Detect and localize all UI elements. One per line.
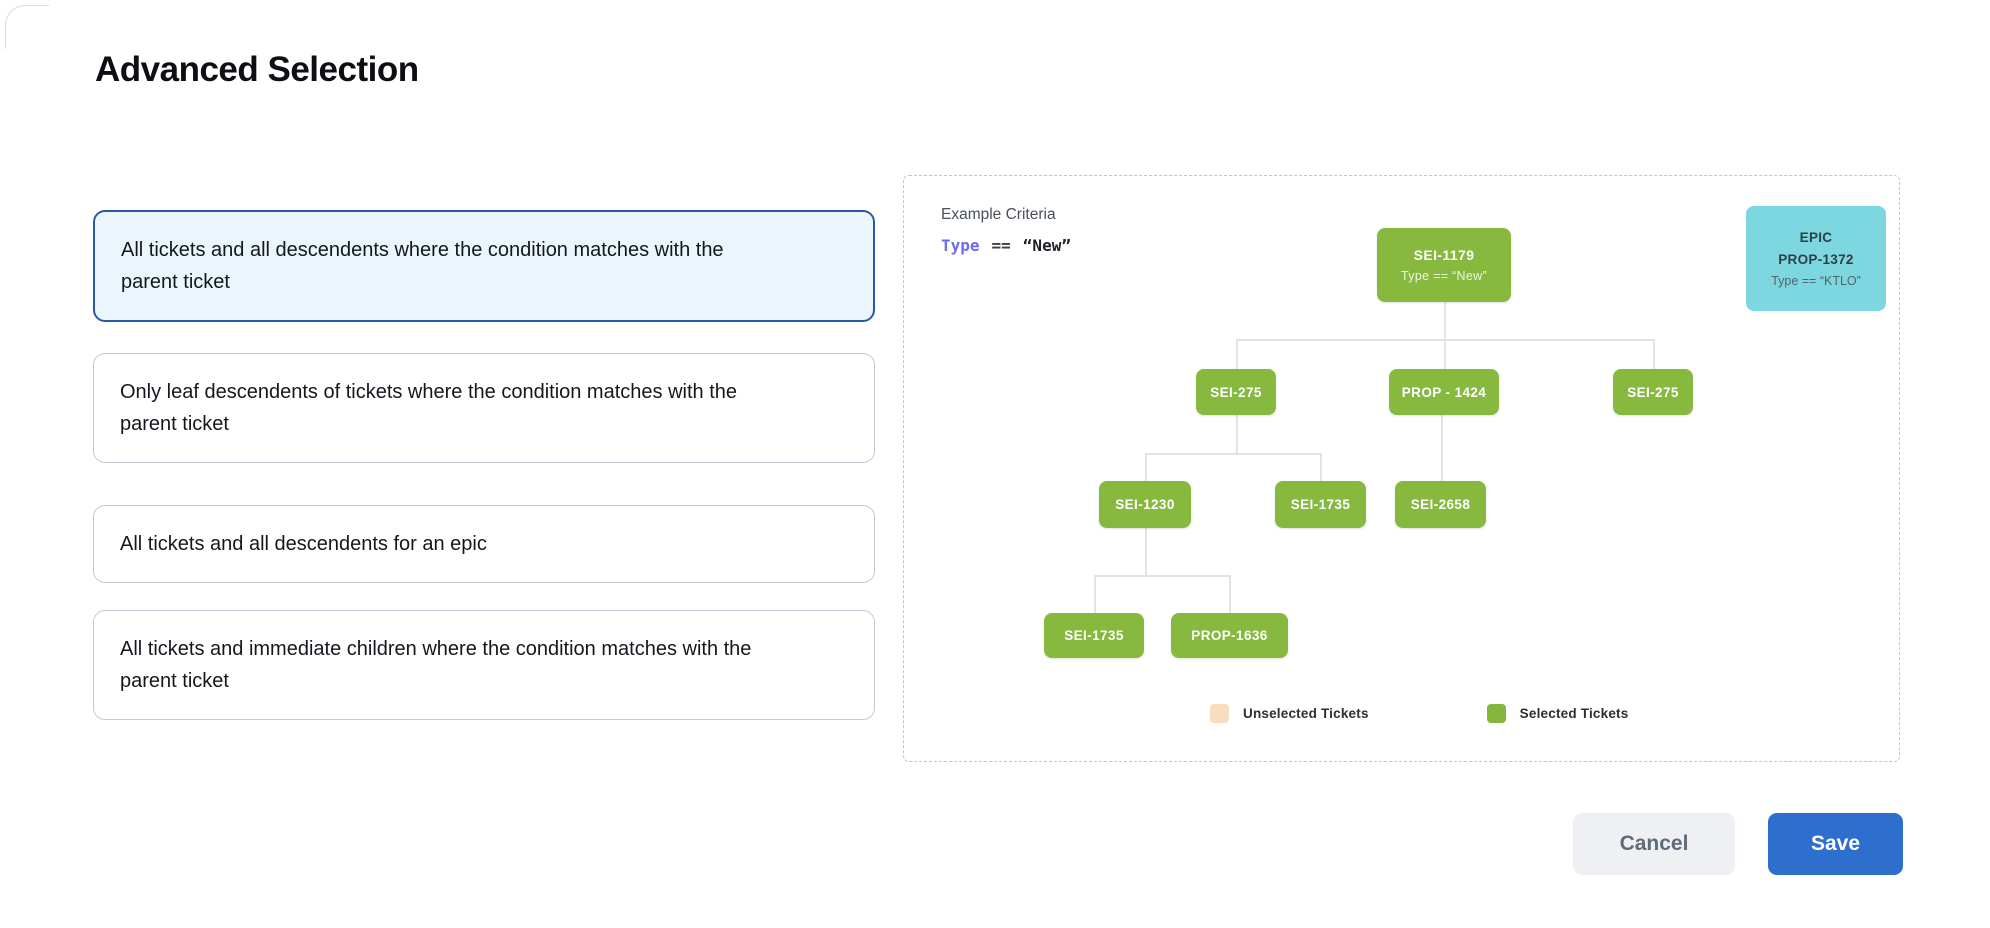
tree-node-label: SEI-275 <box>1210 384 1262 400</box>
tree-node-sei-1230: SEI-1230 <box>1099 481 1191 528</box>
tree-connector <box>1320 453 1322 481</box>
option-card-all-descendents-condition[interactable]: All tickets and all descendents where th… <box>93 210 875 322</box>
tree-connector <box>1094 575 1229 577</box>
option-card-label: All tickets and immediate children where… <box>120 638 752 692</box>
tree-connector <box>1094 575 1096 613</box>
option-card-label: Only leaf descendents of tickets where t… <box>120 381 738 435</box>
tree-node-label: SEI-1735 <box>1064 628 1124 643</box>
legend-swatch-unselected <box>1210 704 1229 723</box>
tree-connector <box>1444 339 1446 369</box>
legend-label-selected: Selected Tickets <box>1519 706 1629 721</box>
tree-node-prop-1636: PROP-1636 <box>1171 613 1288 658</box>
tree-node-sei-1735-mid: SEI-1735 <box>1275 481 1366 528</box>
epic-card-id: PROP-1372 <box>1778 251 1854 267</box>
legend-item-unselected: Unselected Tickets <box>1210 704 1369 723</box>
tree-connector <box>1236 415 1238 453</box>
tree-connector <box>1441 415 1443 481</box>
page-title: Advanced Selection <box>95 50 419 89</box>
example-criteria-heading: Example Criteria <box>941 206 1056 223</box>
tree-node-sei-275-left: SEI-275 <box>1196 369 1276 415</box>
legend-label-unselected: Unselected Tickets <box>1243 706 1369 721</box>
example-criteria-expression: Type == “New” <box>941 236 1071 255</box>
legend-swatch-selected <box>1486 704 1506 723</box>
tree-node-prop-1424: PROP - 1424 <box>1389 369 1499 415</box>
option-card-leaf-descendents-condition[interactable]: Only leaf descendents of tickets where t… <box>93 353 875 463</box>
epic-card-type: EPIC <box>1799 229 1833 245</box>
tree-node-sublabel: Type == “New” <box>1401 269 1487 283</box>
tree-node-label: SEI-1179 <box>1413 247 1475 263</box>
legend: Unselected Tickets Selected Tickets <box>1210 704 1628 723</box>
tree-node-label: SEI-1230 <box>1115 497 1175 512</box>
tree-node-sei-275-right: SEI-275 <box>1613 369 1693 415</box>
criteria-field: Type <box>941 236 980 255</box>
tree-connector <box>1145 528 1147 575</box>
tree-connector <box>1145 453 1147 481</box>
cancel-button[interactable]: Cancel <box>1573 813 1735 875</box>
tree-node-label: SEI-1735 <box>1290 497 1351 512</box>
epic-card-criteria: Type == “KTLO” <box>1771 273 1861 288</box>
save-button[interactable]: Save <box>1768 813 1903 875</box>
option-card-immediate-children-condition[interactable]: All tickets and immediate children where… <box>93 610 875 720</box>
tree-node-sei-1179: SEI-1179 Type == “New” <box>1377 228 1511 302</box>
tree-node-label: SEI-275 <box>1627 384 1679 400</box>
tree-node-sei-2658: SEI-2658 <box>1395 481 1486 528</box>
option-card-all-descendents-epic[interactable]: All tickets and all descendents for an e… <box>93 505 875 583</box>
ticket-tree: SEI-1179 Type == “New” SEI-275 PROP - 14… <box>904 176 1899 761</box>
criteria-value: “New” <box>1022 236 1071 255</box>
tree-connector <box>1653 339 1655 369</box>
tree-node-sei-1735-leaf: SEI-1735 <box>1044 613 1144 658</box>
example-panel: Example Criteria Type == “New” SEI-1179 … <box>903 175 1900 762</box>
modal-rounded-corner <box>5 5 49 49</box>
legend-item-selected: Selected Tickets <box>1486 704 1629 723</box>
tree-node-label: PROP - 1424 <box>1401 384 1487 400</box>
option-card-label: All tickets and all descendents where th… <box>121 239 724 293</box>
tree-connector <box>1236 339 1238 369</box>
tree-connector <box>1229 575 1231 613</box>
tree-node-label: PROP-1636 <box>1191 628 1268 643</box>
option-card-label: All tickets and all descendents for an e… <box>120 533 487 555</box>
tree-connector <box>1145 453 1320 455</box>
tree-node-label: SEI-2658 <box>1410 497 1471 512</box>
criteria-operator: == <box>991 236 1011 255</box>
epic-card: EPIC PROP-1372 Type == “KTLO” <box>1746 206 1886 311</box>
tree-connector <box>1444 302 1446 339</box>
